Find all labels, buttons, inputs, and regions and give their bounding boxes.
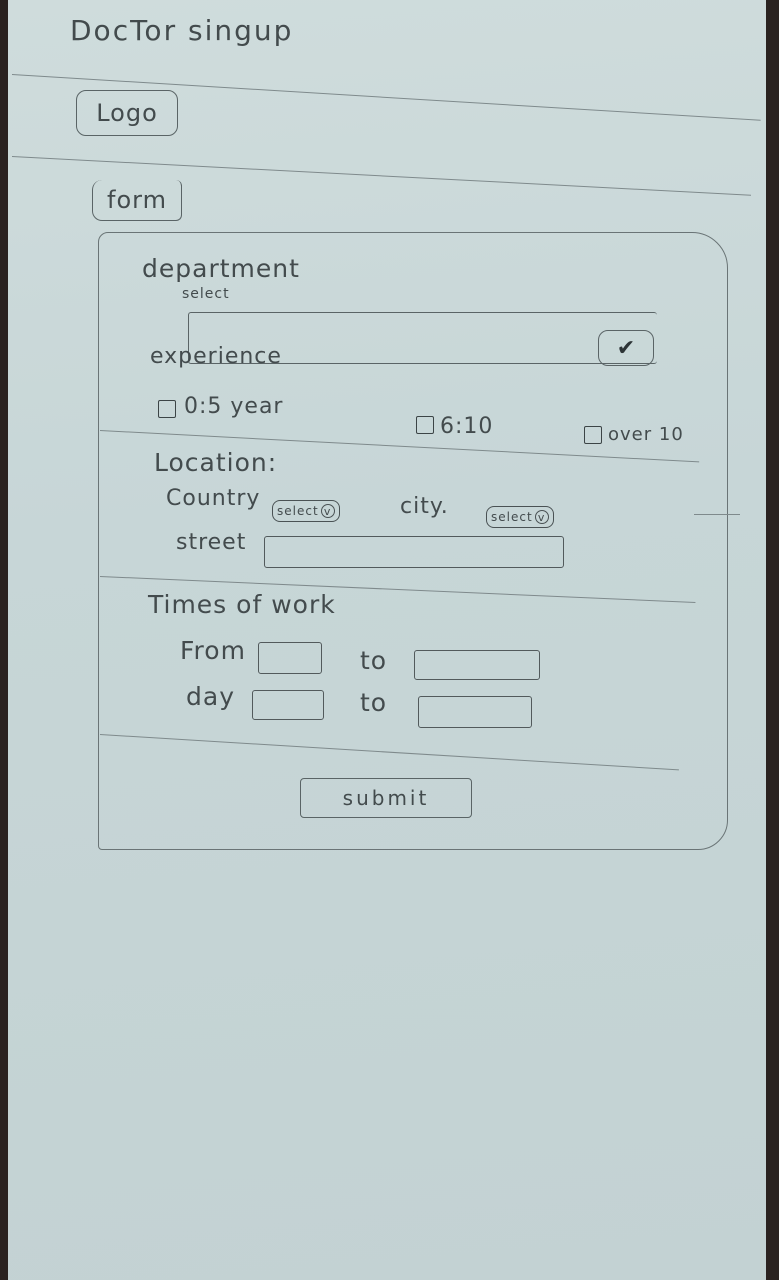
experience-option-6-10: 6:10 <box>440 414 494 439</box>
experience-checkbox-0-5[interactable] <box>158 400 176 418</box>
street-input[interactable] <box>264 536 564 568</box>
logo: Logo <box>76 90 178 136</box>
page-title: DocTor singup <box>70 14 294 47</box>
day-to-label: to <box>360 688 388 717</box>
experience-checkbox-6-10[interactable] <box>416 416 434 434</box>
sketch-paper: DocTor singup Logo form department selec… <box>8 0 766 1280</box>
department-dropdown-button[interactable]: ✔ <box>598 330 654 366</box>
country-label: Country <box>166 486 261 511</box>
location-label: Location: <box>154 448 278 477</box>
to-day-input[interactable] <box>418 696 532 728</box>
chevron-down-icon: v <box>534 510 549 524</box>
form-tab-label: form <box>92 180 182 221</box>
city-select[interactable]: select v <box>486 506 554 528</box>
experience-option-over-10: over 10 <box>608 424 684 445</box>
city-select-value: select <box>491 510 533 524</box>
from-to-label: to <box>360 646 388 675</box>
day-label: day <box>186 682 235 711</box>
chevron-down-icon: v <box>320 504 335 518</box>
from-time-input[interactable] <box>258 642 322 674</box>
department-label: department <box>142 254 300 283</box>
margin-tick <box>694 514 740 515</box>
submit-button[interactable]: submit <box>300 778 472 818</box>
department-select[interactable] <box>188 312 657 364</box>
chevron-down-icon: ✔ <box>616 335 636 361</box>
times-of-work-label: Times of work <box>148 590 336 619</box>
country-select-value: select <box>277 504 319 518</box>
department-select-placeholder: select <box>182 286 230 302</box>
street-label: street <box>176 530 247 555</box>
country-select[interactable]: select v <box>272 500 340 522</box>
from-day-input[interactable] <box>252 690 324 720</box>
city-label: city. <box>400 494 449 519</box>
experience-option-0-5: 0:5 year <box>184 394 284 419</box>
signup-form <box>98 232 728 850</box>
from-label: From <box>180 636 246 665</box>
experience-checkbox-over-10[interactable] <box>584 426 602 444</box>
experience-label: experience <box>150 344 282 369</box>
to-time-input[interactable] <box>414 650 540 680</box>
